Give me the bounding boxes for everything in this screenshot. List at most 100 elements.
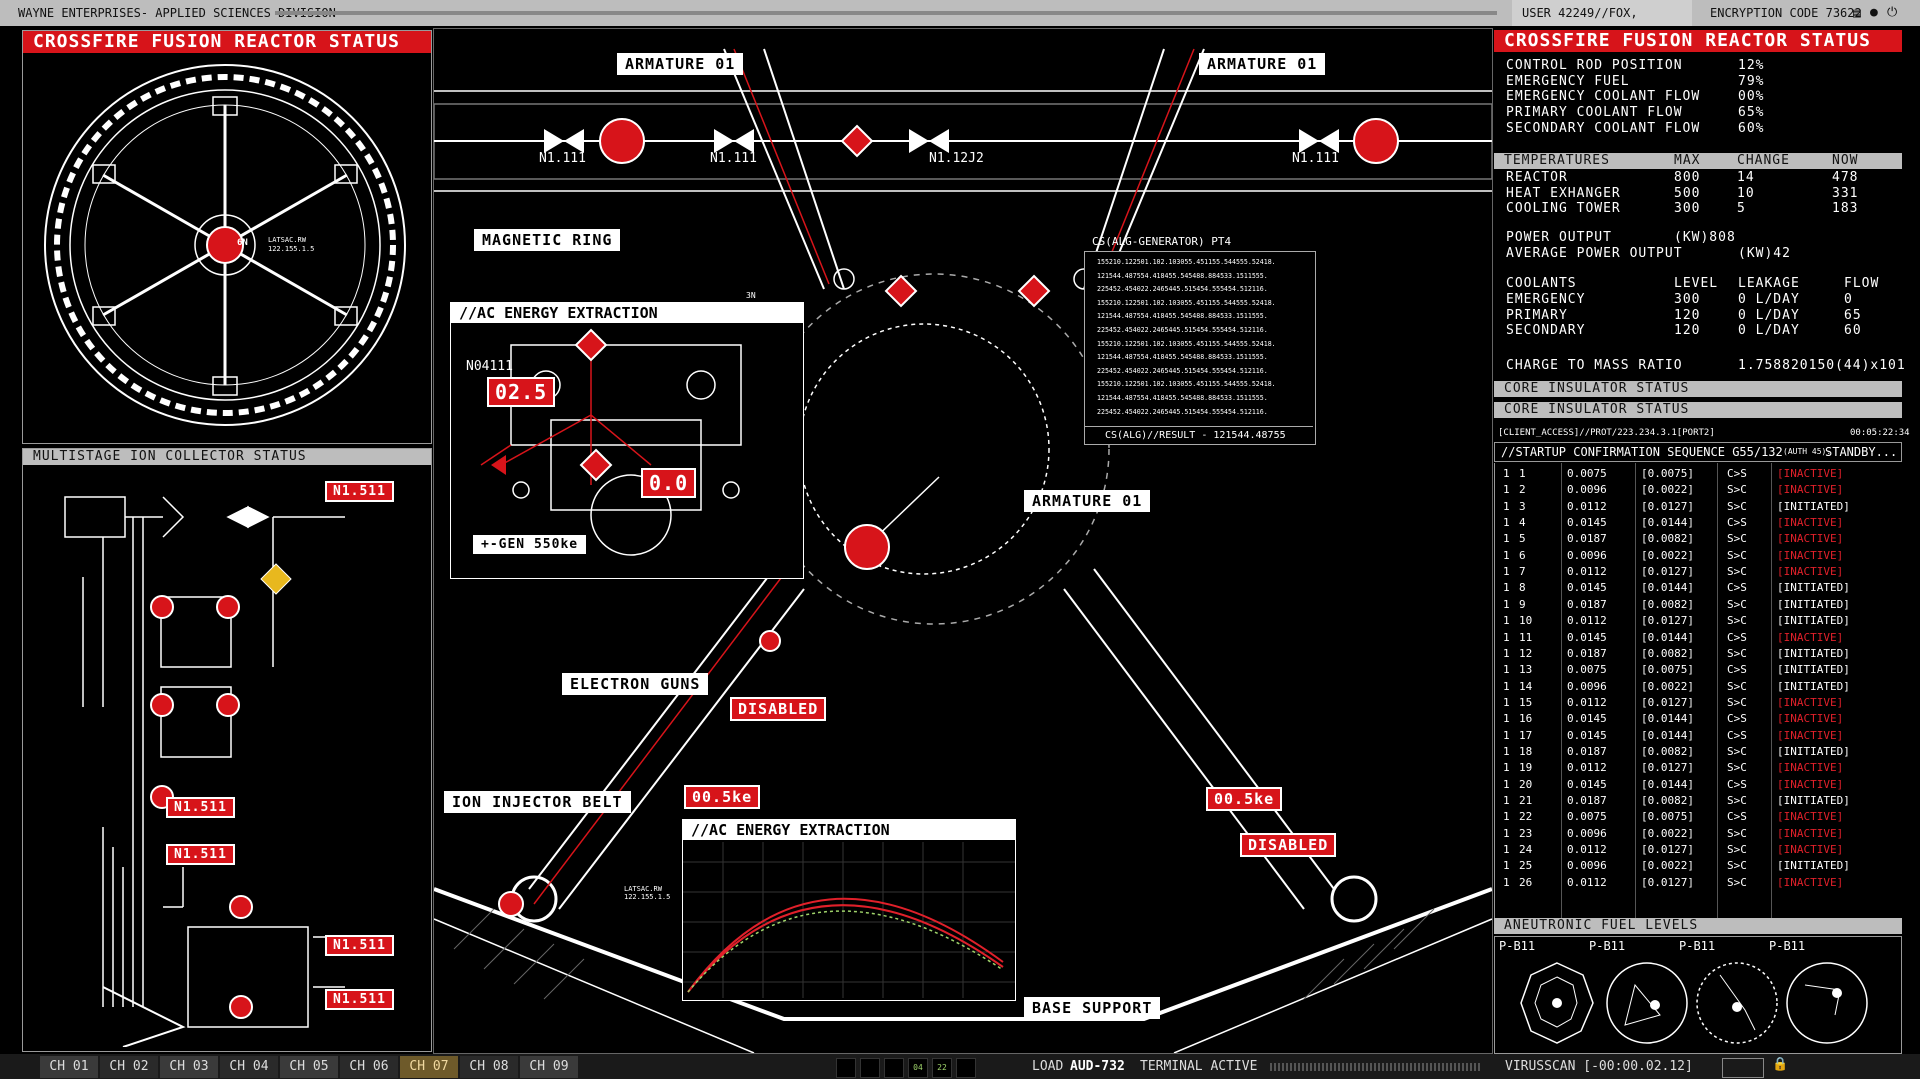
charge-value: 1.758820150(44)x101: [1738, 358, 1906, 373]
sequence-cell: [INACTIVE]: [1777, 826, 1844, 840]
sequence-cell: [0.0144]: [1641, 630, 1694, 644]
right-status-panel: CROSSFIRE FUSION REACTOR STATUS CONTROL …: [1494, 30, 1910, 1054]
mini-indicator-b: 22: [932, 1058, 952, 1078]
sequence-cell: S>C: [1727, 761, 1747, 775]
sequence-cell: [INACTIVE]: [1777, 761, 1844, 775]
coolant-cell: PRIMARY: [1506, 307, 1568, 323]
sequence-cell: [0.0022]: [1641, 548, 1694, 562]
ion-tag-2: N1.511: [166, 797, 235, 818]
document-icon[interactable]: ▤: [1853, 6, 1861, 21]
power-output-row: POWER OUTPUT (KW)808: [1506, 230, 1735, 246]
node-id: N04111: [466, 359, 513, 374]
channel-tab-5[interactable]: CH 05: [280, 1056, 338, 1078]
sequence-cell: [INACTIVE]: [1777, 630, 1844, 644]
channel-tab-6[interactable]: CH 06: [340, 1056, 398, 1078]
sequence-cell: 1: [1503, 794, 1510, 807]
sequence-cell: 8: [1519, 581, 1526, 595]
activity-meter: [1270, 1063, 1480, 1071]
sequence-cell: 1: [1503, 630, 1510, 644]
sequence-cell: [0.0082]: [1641, 532, 1694, 546]
status-row-value: 12%: [1738, 58, 1765, 73]
sequence-cell: S>C: [1727, 565, 1747, 579]
terminal-status: TERMINAL ACTIVE: [1140, 1059, 1258, 1074]
sequence-cell: [INITIATED]: [1777, 744, 1850, 758]
gen-label: +-GEN 550ke: [473, 535, 587, 554]
sequence-cell: [0.0144]: [1641, 728, 1694, 742]
coolant-cell: 60: [1844, 323, 1862, 339]
slot-6[interactable]: [956, 1058, 976, 1078]
cs-header: CS(ALG-GENERATOR) PT4: [1092, 235, 1232, 248]
ke-readout-left: 00.5ke: [684, 785, 761, 809]
sequence-cell: S>C: [1727, 679, 1747, 693]
sequence-cell: 5: [1519, 532, 1526, 546]
ion-injector-label: ION INJECTOR BELT: [444, 791, 631, 813]
sequence-cell: 12: [1519, 646, 1533, 660]
sequence-cell: [INACTIVE]: [1777, 548, 1844, 562]
channel-tab-2[interactable]: CH 02: [100, 1056, 158, 1078]
sequence-cell: 0.0075: [1567, 663, 1607, 677]
sequence-cell: [INACTIVE]: [1777, 483, 1844, 497]
disabled-badge-2: DISABLED: [1240, 833, 1337, 857]
channel-tab-4[interactable]: CH 04: [220, 1056, 278, 1078]
valve-label-4: N1.111: [1292, 151, 1339, 166]
sequence-cell: 1: [1503, 695, 1510, 709]
sequence-cell: 26: [1519, 875, 1533, 889]
sequence-cell: [0.0075]: [1641, 467, 1694, 480]
cs-line: 225452.454022.2465445.515454.555454.5121…: [1097, 285, 1268, 294]
ion-tag-1: N1.511: [325, 481, 394, 502]
sequence-cell: [INACTIVE]: [1777, 516, 1844, 530]
top-bar: WAYNE ENTERPRISES- APPLIED SCIENCES DIVI…: [0, 0, 1920, 46]
sequence-cell: 1: [1503, 499, 1510, 513]
channel-tab-3[interactable]: CH 03: [160, 1056, 218, 1078]
ion-collector-title: MULTISTAGE ION COLLECTOR STATUS: [23, 449, 431, 465]
ac-extraction-inset: //AC ENERGY EXTRACTION N04111 02.5 0.0 +…: [450, 302, 804, 579]
sequence-cell: 0.0187: [1567, 744, 1607, 758]
channel-tab-8[interactable]: CH 08: [460, 1056, 518, 1078]
sequence-cell: [INITIATED]: [1777, 679, 1850, 693]
sequence-cell: 0.0112: [1567, 499, 1607, 513]
charge-row: CHARGE TO MASS RATIO 1.758820150(44)x101: [1506, 358, 1905, 374]
sequence-cell: [INACTIVE]: [1777, 843, 1844, 857]
channel-tab-7[interactable]: CH 07: [400, 1056, 458, 1078]
load-label: LOAD: [1032, 1059, 1064, 1074]
sequence-cell: [INITIATED]: [1777, 597, 1850, 611]
sequence-cell: 0.0112: [1567, 695, 1607, 709]
sequence-cell: S>C: [1727, 859, 1747, 873]
sequence-cell: S>C: [1727, 826, 1747, 840]
temperature-cell: HEAT EXHANGER: [1506, 185, 1621, 201]
slot-3[interactable]: [884, 1058, 904, 1078]
core-insulator-status-1[interactable]: CORE INSULATOR STATUS: [1494, 381, 1902, 397]
channel-tab-9[interactable]: CH 09: [520, 1056, 578, 1078]
sequence-cell: C>S: [1727, 663, 1747, 677]
sequence-cell: 15: [1519, 695, 1533, 709]
sequence-cell: 7: [1519, 565, 1526, 579]
sequence-cell: [0.0022]: [1641, 483, 1694, 497]
power-icon[interactable]: ⏻: [1887, 5, 1898, 20]
slot-2[interactable]: [860, 1058, 880, 1078]
temps-col-change: CHANGE: [1737, 153, 1790, 168]
sequence-cell: [0.0127]: [1641, 875, 1694, 889]
cs-line: 155210.122501.102.103055.451155.544555.5…: [1097, 298, 1276, 307]
status-row-value: 00%: [1738, 89, 1765, 105]
disabled-badge-1: DISABLED: [730, 697, 827, 721]
status-row-label: EMERGENCY COOLANT FLOW: [1506, 89, 1701, 105]
sequence-cell: 1: [1503, 744, 1510, 758]
armature-label-3: ARMATURE 01: [1024, 490, 1151, 512]
sequence-divider: [1635, 463, 1636, 921]
sequence-cell: 1: [1503, 581, 1510, 595]
temps-col-max: MAX: [1674, 153, 1701, 168]
sequence-cell: C>S: [1727, 810, 1747, 824]
core-insulator-status-2[interactable]: CORE INSULATOR STATUS: [1494, 402, 1902, 418]
fuel-label-3: P-B11: [1679, 939, 1716, 953]
user-icon[interactable]: ●: [1870, 5, 1878, 20]
lock-icon[interactable]: 🔒: [1772, 1057, 1789, 1072]
encryption-code: ENCRYPTION CODE 73622: [1710, 6, 1862, 20]
cs-data-lines: 155210.122501.102.103055.451155.544555.5…: [1085, 252, 1315, 419]
sequence-cell: 0.0145: [1567, 630, 1607, 644]
sequence-cell: 1: [1503, 712, 1510, 726]
client-access: [CLIENT_ACCESS]//PROT/223.234.3.1[PORT2]: [1498, 428, 1715, 438]
channel-tab-1[interactable]: CH 01: [40, 1056, 98, 1078]
slot-1[interactable]: [836, 1058, 856, 1078]
